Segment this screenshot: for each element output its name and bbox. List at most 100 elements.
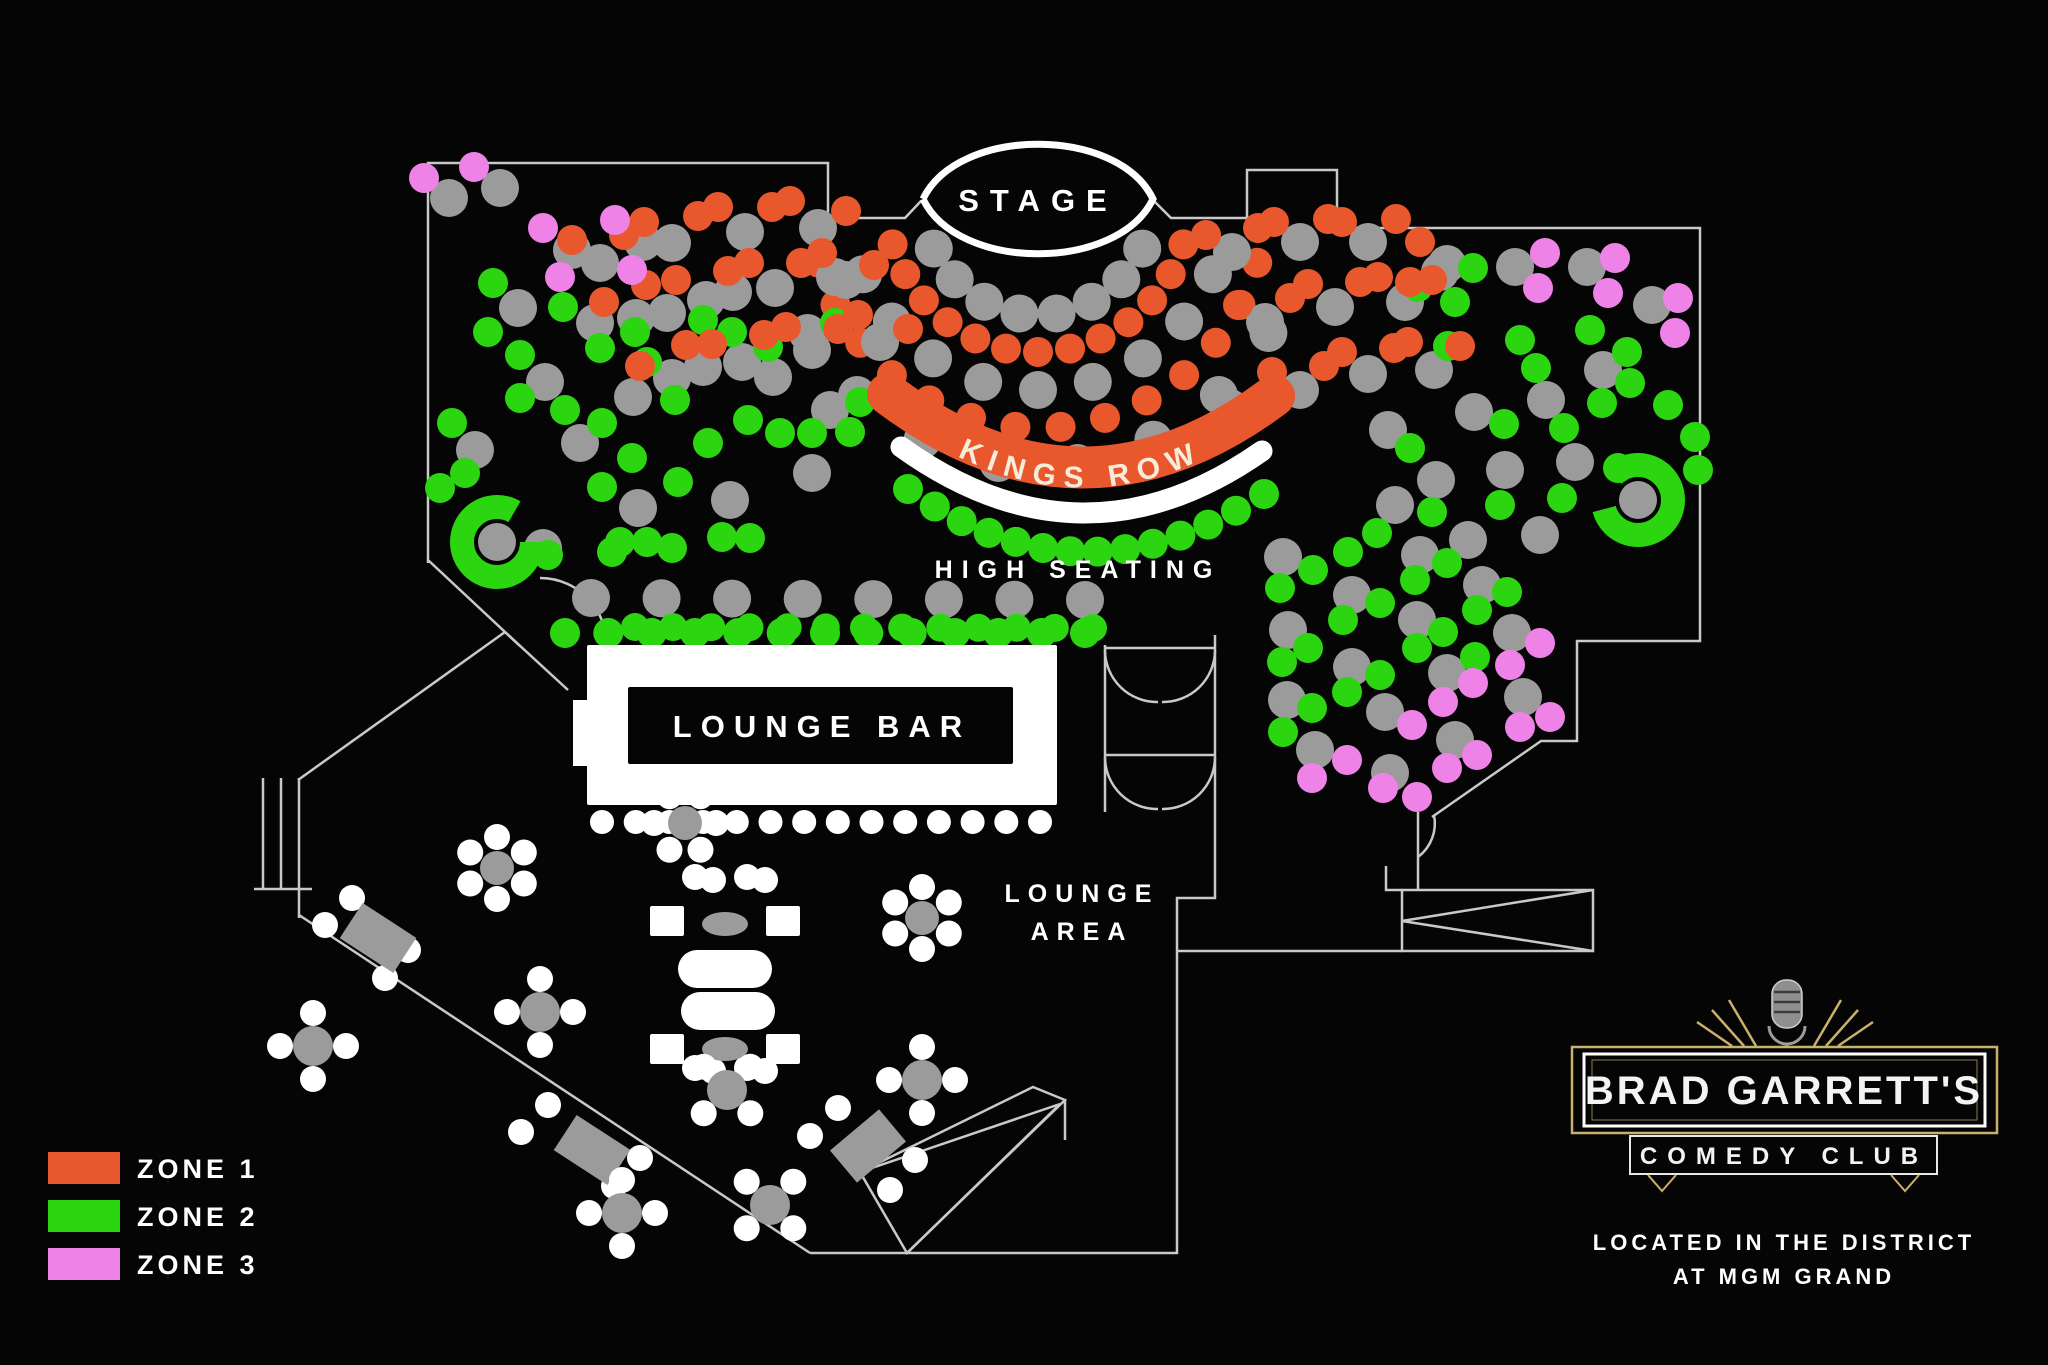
seat-dot-green[interactable] <box>437 408 467 438</box>
stool-seat-dot[interactable] <box>902 1147 928 1173</box>
seat-dot-green[interactable] <box>473 317 503 347</box>
stool-seat-dot[interactable] <box>623 810 648 834</box>
stool-seat-dot[interactable] <box>333 1033 359 1059</box>
seat-dot-orange[interactable] <box>1223 290 1253 320</box>
stool-seat-dot[interactable] <box>527 966 553 992</box>
seat-dot-green[interactable] <box>1079 614 1107 642</box>
stool-seat-dot[interactable] <box>641 810 667 836</box>
seat-dot-green[interactable] <box>888 613 917 642</box>
seat-dot-green[interactable] <box>1547 483 1577 513</box>
seat-dot-pink[interactable] <box>1523 273 1553 303</box>
seat-dot-green[interactable] <box>1549 413 1579 443</box>
seat-dot-orange[interactable] <box>1417 265 1447 295</box>
seat-dot-green[interactable] <box>964 613 993 642</box>
stool-seat-dot[interactable] <box>484 824 510 850</box>
seat-dot-orange[interactable] <box>1023 337 1053 367</box>
seat-dot-green[interactable] <box>1221 495 1251 526</box>
seat-dot-orange[interactable] <box>1200 327 1231 358</box>
seat-dot-green[interactable] <box>1417 497 1447 527</box>
seat-dot-green[interactable] <box>1428 617 1458 647</box>
seat-dot-green[interactable] <box>1082 536 1113 567</box>
seat-dot-green[interactable] <box>707 522 737 552</box>
seat-dot-pink[interactable] <box>1525 628 1555 658</box>
seat-dot-orange[interactable] <box>625 351 655 381</box>
stool-seat-dot[interactable] <box>627 1145 653 1171</box>
seat-dot-green[interactable] <box>1055 536 1086 567</box>
seat-dot-green[interactable] <box>660 385 690 415</box>
seat-dot-green[interactable] <box>1000 526 1031 557</box>
seat-dot-green[interactable] <box>1402 633 1432 663</box>
seat-dot-green[interactable] <box>893 474 923 504</box>
seat-dot-pink[interactable] <box>409 163 439 193</box>
seat-dot-green[interactable] <box>587 472 617 502</box>
stool-seat-dot[interactable] <box>909 936 935 962</box>
seat-dot-pink[interactable] <box>600 205 630 235</box>
stool-seat-dot[interactable] <box>609 1233 635 1259</box>
seat-dot-orange[interactable] <box>629 207 659 237</box>
seat-dot-green[interactable] <box>1362 518 1392 548</box>
seat-dot-green[interactable] <box>797 418 827 448</box>
seat-dot-orange[interactable] <box>1131 385 1162 416</box>
seat-dot-green[interactable] <box>659 613 688 642</box>
seat-dot-orange[interactable] <box>1168 229 1199 260</box>
seat-dot-green[interactable] <box>505 340 535 370</box>
seat-dot-green[interactable] <box>1293 633 1323 663</box>
stool-seat-dot[interactable] <box>758 810 783 834</box>
seat-dot-green[interactable] <box>811 613 840 642</box>
seat-dot-pink[interactable] <box>528 213 558 243</box>
stool-seat-dot[interactable] <box>935 889 962 916</box>
seat-dot-green[interactable] <box>450 458 480 488</box>
seat-dot-green[interactable] <box>1298 555 1328 585</box>
seat-dot-green[interactable] <box>1440 287 1470 317</box>
stool-seat-dot[interactable] <box>733 1168 760 1195</box>
seat-dot-pink[interactable] <box>1432 753 1462 783</box>
seat-dot-orange[interactable] <box>893 314 923 344</box>
seat-dot-orange[interactable] <box>890 259 921 290</box>
stool-seat-dot[interactable] <box>792 810 817 834</box>
seat-dot-orange[interactable] <box>1405 227 1435 257</box>
seat-dot-green[interactable] <box>693 428 723 458</box>
seat-dot-pink[interactable] <box>1663 283 1693 313</box>
seat-dot-orange[interactable] <box>807 238 837 268</box>
stool-seat-dot[interactable] <box>457 870 484 897</box>
stool-seat-dot[interactable] <box>300 1000 326 1026</box>
stool-seat-dot[interactable] <box>642 1200 668 1226</box>
stool-seat-dot[interactable] <box>527 1032 553 1058</box>
seat-dot-green[interactable] <box>1137 528 1168 559</box>
seat-dot-orange[interactable] <box>1085 323 1116 354</box>
seat-dot-green[interactable] <box>926 613 955 642</box>
stool-seat-dot[interactable] <box>909 874 935 900</box>
seat-dot-green[interactable] <box>697 613 726 642</box>
stool-seat-dot[interactable] <box>457 839 484 866</box>
seat-dot-green[interactable] <box>1193 509 1224 540</box>
stool-seat-dot[interactable] <box>508 1119 534 1145</box>
seat-dot-green[interactable] <box>550 395 580 425</box>
seat-dot-green[interactable] <box>1458 253 1488 283</box>
seat-dot-green[interactable] <box>733 405 763 435</box>
seat-dot-pink[interactable] <box>1397 710 1427 740</box>
seat-dot-green[interactable] <box>735 523 765 553</box>
stool-seat-dot[interactable] <box>797 1123 823 1149</box>
seat-dot-green[interactable] <box>973 517 1004 548</box>
seat-dot-green[interactable] <box>1492 577 1522 607</box>
seat-dot-green[interactable] <box>1462 595 1492 625</box>
seat-dot-pink[interactable] <box>1332 745 1362 775</box>
seat-dot-green[interactable] <box>1110 534 1141 565</box>
seat-dot-green[interactable] <box>1028 533 1058 563</box>
seat-dot-green[interactable] <box>1521 353 1551 383</box>
stool-seat-dot[interactable] <box>876 1067 902 1093</box>
seat-dot-orange[interactable] <box>1090 402 1120 433</box>
stool-seat-dot[interactable] <box>893 810 918 834</box>
stool-seat-dot[interactable] <box>724 810 749 834</box>
booth-ring[interactable] <box>450 495 544 589</box>
seat-dot-orange[interactable] <box>1000 411 1031 442</box>
seat-dot-green[interactable] <box>1489 409 1519 439</box>
stool-seat-dot[interactable] <box>909 1034 935 1060</box>
seat-dot-green[interactable] <box>1365 660 1395 690</box>
seat-dot-green[interactable] <box>735 613 764 642</box>
stool-seat-dot[interactable] <box>1028 810 1052 834</box>
stool-seat-dot[interactable] <box>339 885 365 911</box>
seat-dot-green[interactable] <box>688 305 718 335</box>
seat-dot-pink[interactable] <box>545 262 575 292</box>
stool-seat-dot[interactable] <box>737 1100 764 1127</box>
